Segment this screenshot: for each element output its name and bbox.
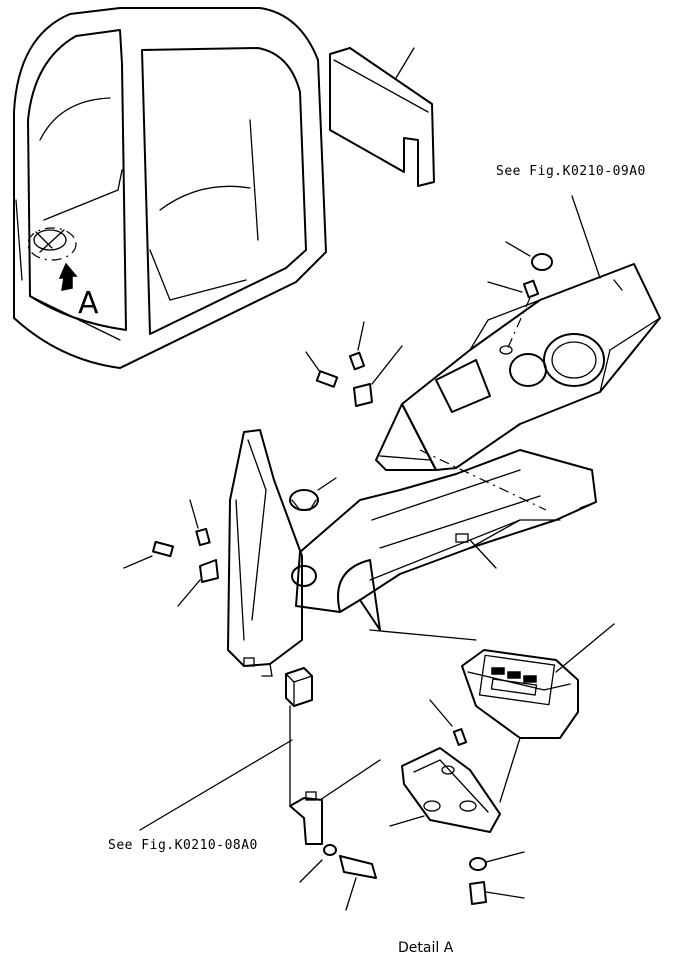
lower-console [289,449,597,631]
reference-label-bottom: See Fig.K0210-08A0 [108,838,258,853]
reference-label-top: See Fig.K0210-09A0 [496,164,646,179]
detail-caption: Detail A [398,940,454,956]
bracket-assembly [139,667,377,911]
upper-console [375,195,661,471]
fasteners-upper [305,241,553,407]
cab-overview [13,7,327,369]
monitor-assembly [319,623,615,905]
side-panel [227,429,303,677]
fasteners-left [123,499,219,607]
view-letter: A [78,286,99,321]
cover-plate [329,47,435,187]
